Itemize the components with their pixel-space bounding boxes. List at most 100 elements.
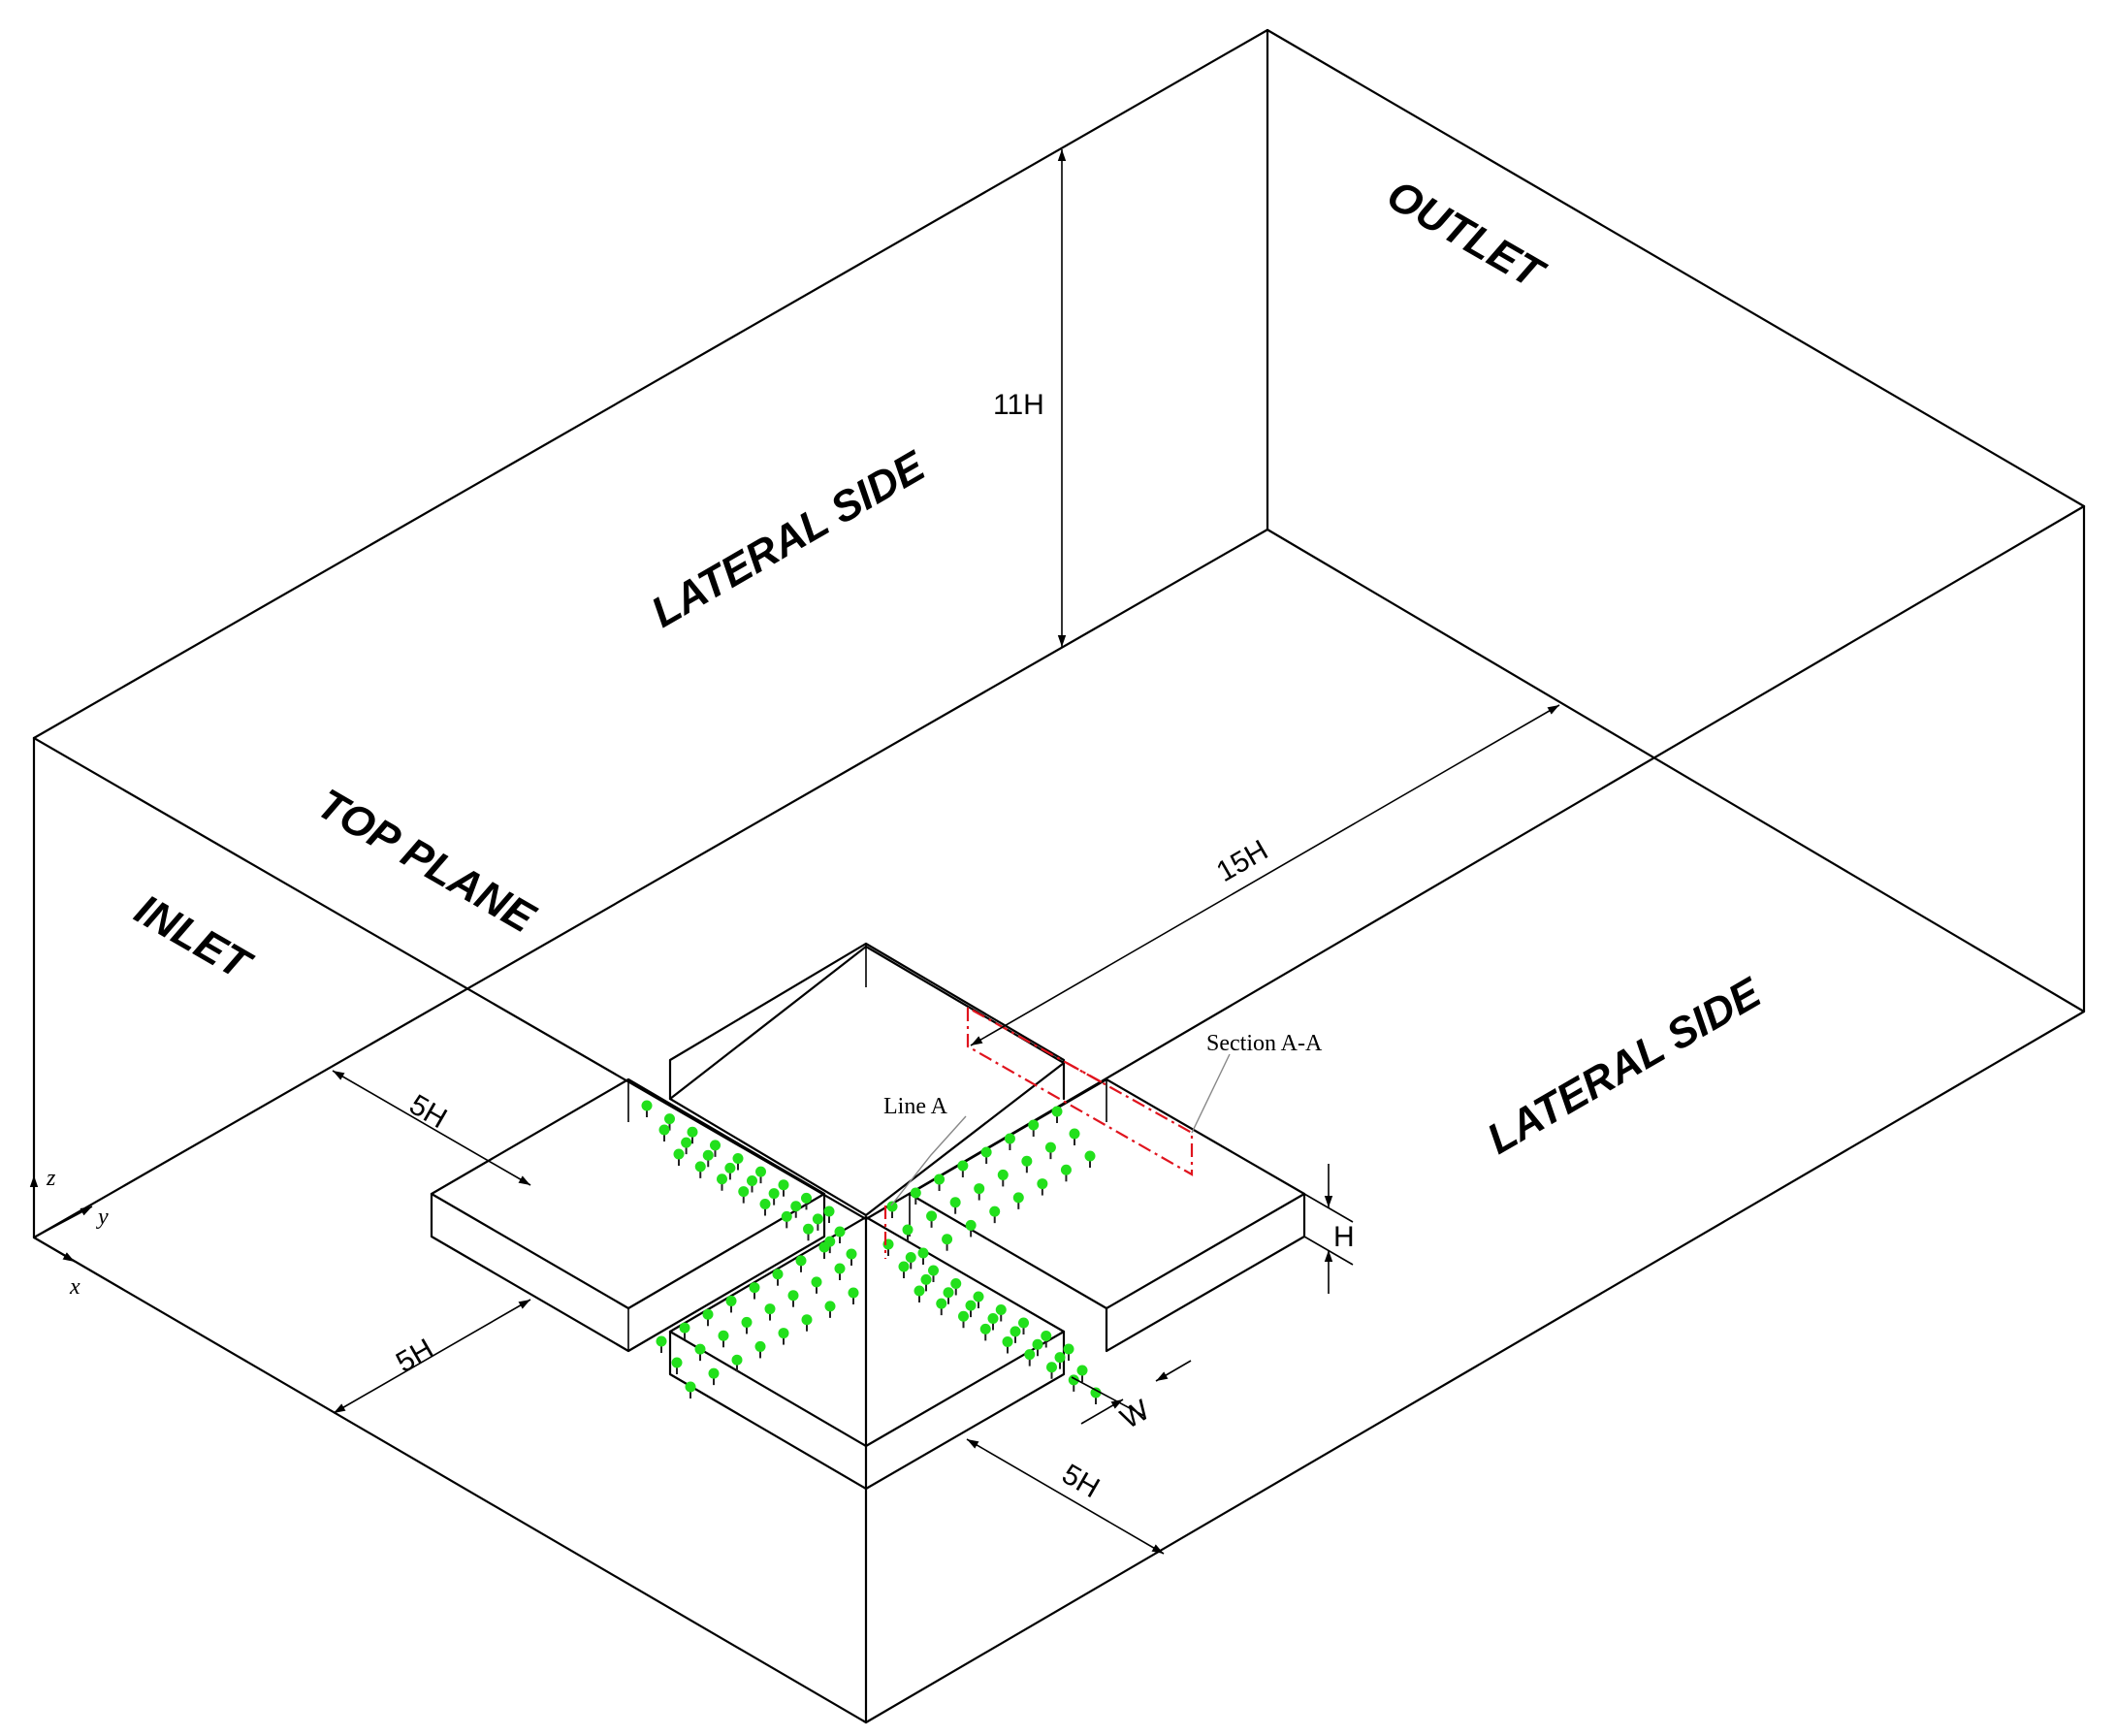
label-section-a-a: Section A-A [1206, 1031, 1323, 1056]
tree-crown [754, 1340, 766, 1352]
tree-crown [673, 1148, 685, 1160]
tree-crown [926, 1210, 938, 1222]
tree-crown [848, 1287, 859, 1299]
tree-crown [1041, 1331, 1052, 1341]
tree-crown [685, 1381, 696, 1393]
tree-crown [1090, 1387, 1102, 1398]
dim-5h-left-arrow [332, 1070, 531, 1186]
tree-crown [1021, 1155, 1033, 1167]
tree-crown [679, 1322, 690, 1334]
tree-crown [950, 1278, 962, 1289]
tree-crown [811, 1276, 822, 1288]
tree-crown [801, 1314, 813, 1326]
tree-crown [755, 1166, 766, 1177]
label-5h-left: 5H [404, 1088, 453, 1135]
tree-rows [641, 1100, 1102, 1404]
tree-crown [1010, 1326, 1021, 1337]
tree-crown [997, 1169, 1009, 1180]
label-15h: 15H [1211, 834, 1273, 888]
tree-crown [846, 1248, 857, 1260]
tree-crown [694, 1161, 706, 1173]
dim-15h-arrow [970, 704, 1560, 1046]
tree-crown [749, 1282, 760, 1294]
tree-crown [1032, 1338, 1043, 1350]
tree-crown [1018, 1317, 1029, 1329]
tree-crown [987, 1313, 999, 1324]
dim-w-arrow [1080, 1398, 1124, 1425]
tree-crown [989, 1206, 1001, 1217]
tree-crown [910, 1187, 921, 1199]
tree-crown [943, 1287, 954, 1299]
label-5h-front: 5H [391, 1333, 439, 1379]
tree-crown [902, 1224, 914, 1236]
tree-crown [710, 1140, 721, 1151]
tree-crown [724, 1162, 736, 1173]
tree-crown [920, 1273, 932, 1285]
tree-crown [725, 1295, 737, 1306]
tree-crown [1076, 1365, 1088, 1376]
tree-crown [759, 1199, 771, 1209]
tree-crown [781, 1210, 792, 1222]
tree-crown [1069, 1128, 1080, 1140]
tree-crown [787, 1290, 799, 1302]
tree-crown [764, 1303, 776, 1315]
tree-crown [772, 1269, 784, 1280]
tree-crown [957, 1160, 969, 1172]
tree-crown [671, 1357, 683, 1368]
tree-crown [1002, 1336, 1013, 1347]
tree-crown [801, 1192, 812, 1204]
tree-crown [778, 1179, 789, 1191]
tree-crown [834, 1263, 846, 1274]
tree-crown [702, 1308, 714, 1320]
tree-crown [1024, 1349, 1036, 1361]
tree-crown [717, 1173, 727, 1185]
label-lateral-side-front: LATERAL SIDE [1480, 968, 1771, 1163]
label-outlet: OUTLET [1379, 171, 1554, 299]
tree-crown [778, 1328, 789, 1339]
tree-crown [790, 1201, 802, 1212]
tree-crown [803, 1223, 814, 1235]
tree-crown [818, 1241, 830, 1253]
tree-crown [980, 1146, 992, 1158]
tree-crown [1084, 1150, 1096, 1162]
tree-crown [974, 1183, 985, 1195]
tree-crown [708, 1367, 720, 1379]
tree-crown [928, 1265, 939, 1276]
tree-crown [1037, 1178, 1048, 1190]
tree-crown [1044, 1141, 1056, 1153]
tree-crown [934, 1173, 946, 1185]
tree-crown [687, 1126, 698, 1138]
tree-crown [936, 1298, 947, 1309]
domain-box [32, 28, 2086, 1724]
tree-crown [1068, 1374, 1079, 1386]
tree-crown [641, 1100, 653, 1111]
dimension-lines [332, 149, 1560, 1555]
tree-crown [834, 1226, 846, 1238]
tree-crown [898, 1261, 910, 1272]
label-line-a: Line A [883, 1094, 948, 1119]
tree-crown [702, 1149, 714, 1161]
tree-crown [738, 1186, 750, 1198]
tree-crown [914, 1285, 925, 1297]
tree-crown [732, 1153, 744, 1164]
tree-crown [731, 1354, 743, 1366]
tree-crown [658, 1124, 670, 1136]
tree-crown [718, 1330, 729, 1341]
tree-crown [886, 1201, 898, 1212]
tree-crown [681, 1137, 692, 1148]
tree-crown [664, 1113, 675, 1125]
tree-crown [823, 1206, 835, 1217]
tree-crown [824, 1301, 836, 1312]
label-inlet: INLET [127, 885, 260, 990]
tree-crown [741, 1316, 753, 1328]
tree-crown [1063, 1343, 1074, 1355]
dim-5h-right-arrow [966, 1438, 1165, 1555]
tree-crown [768, 1188, 780, 1200]
axis-label-z: z [46, 1166, 56, 1191]
axis-triad [29, 1175, 93, 1263]
tree-crown [1046, 1362, 1057, 1373]
tree-crown [1054, 1352, 1066, 1364]
tree-crown [694, 1343, 706, 1355]
tree-crown [979, 1323, 991, 1334]
